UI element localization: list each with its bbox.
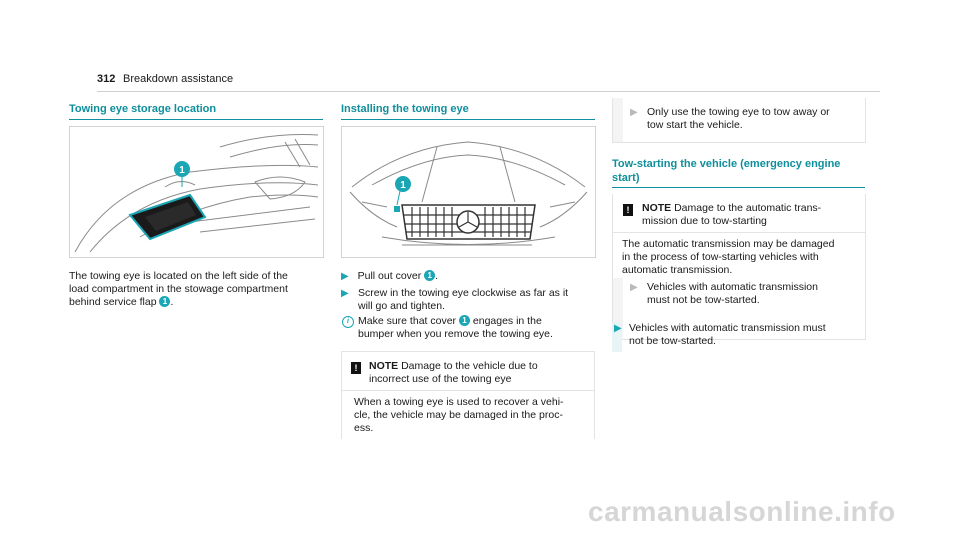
note-body: When a towing eye is used to recover a v…: [354, 396, 564, 434]
step-arrow-icon: ▶: [630, 107, 638, 118]
section-rule: [69, 119, 323, 120]
callout-badge: [174, 161, 190, 177]
callout-number: 1: [400, 180, 406, 191]
step-line: tow start the vehicle.: [647, 119, 743, 131]
section-rule: [341, 119, 595, 120]
step-line: Vehicles with automatic transmission mus…: [629, 322, 826, 334]
step-pull-cover: ▶ Pull out cover 1.: [341, 270, 439, 282]
callout-number: 1: [179, 165, 185, 176]
step-line: Screw in the towing eye clockwise as far…: [358, 287, 569, 299]
figure-front-bumper: 1: [341, 126, 596, 258]
trunk-illustration: 1: [74, 134, 319, 253]
step-arrow-icon: ▶: [614, 323, 622, 334]
note-label: NOTE: [369, 360, 399, 372]
section-heading-storage: Towing eye storage location: [69, 103, 217, 115]
section-rule: [612, 187, 865, 188]
section-heading-tow-starting: Tow-starting the vehicle (emergency engi…: [612, 158, 841, 184]
watermark: carmanualsonline.info: [588, 496, 896, 527]
callout-badge: 1: [424, 270, 436, 281]
note-title: incorrect use of the towing eye: [369, 373, 512, 385]
header-rule: [97, 91, 880, 92]
callout-badge: [395, 176, 411, 192]
step-line: must not be tow-started.: [647, 294, 760, 306]
step-line: Only use the towing eye to tow away or: [647, 106, 830, 118]
note-body: The automatic transmission may be damage…: [622, 238, 835, 276]
note-box-transmission: ! NOTE Damage to the automatic trans- mi…: [612, 194, 866, 340]
para-line: load compartment in the stowage compartm…: [69, 283, 288, 295]
note-label: NOTE: [642, 202, 672, 214]
info-line: bumper when you remove the towing eye.: [358, 328, 553, 340]
figure-trunk-storage: 1: [69, 126, 324, 258]
page-number: 312: [97, 73, 116, 85]
section-heading-installing: Installing the towing eye: [341, 103, 469, 115]
warning-icon: !: [351, 362, 361, 374]
callout-badge: 1: [159, 296, 171, 307]
step-arrow-icon: ▶: [630, 282, 638, 293]
step-arrow-icon: ▶: [341, 288, 349, 299]
callout-badge: 1: [458, 315, 470, 326]
bumper-illustration: 1: [349, 141, 588, 246]
step-final-automatic: ▶ Vehicles with automatic transmission m…: [612, 322, 872, 352]
step-line: will go and tighten.: [358, 300, 445, 312]
info-tip: i Make sure that cover 1 engages in the …: [341, 315, 601, 341]
step-screw-in: ▶ Screw in the towing eye clockwise as f…: [341, 287, 601, 313]
warning-icon: !: [623, 204, 633, 216]
para-line: The towing eye is located on the left si…: [69, 270, 288, 282]
page-title: Breakdown assistance: [123, 73, 234, 85]
note-box-towing-eye: ! NOTE Damage to the vehicle due to inco…: [341, 351, 595, 439]
storage-paragraph: The towing eye is located on the left si…: [69, 270, 329, 309]
step-arrow-icon: ▶: [341, 271, 349, 282]
para-line: behind service flap 1.: [69, 296, 174, 308]
note-title: mission due to tow-starting: [642, 215, 767, 227]
step-line: Vehicles with automatic transmission: [647, 281, 818, 293]
step-line: not be tow-started.: [629, 335, 716, 347]
info-icon: i: [342, 316, 354, 328]
step-box-towing-only: ▶ Only use the towing eye to tow away or…: [612, 98, 866, 143]
